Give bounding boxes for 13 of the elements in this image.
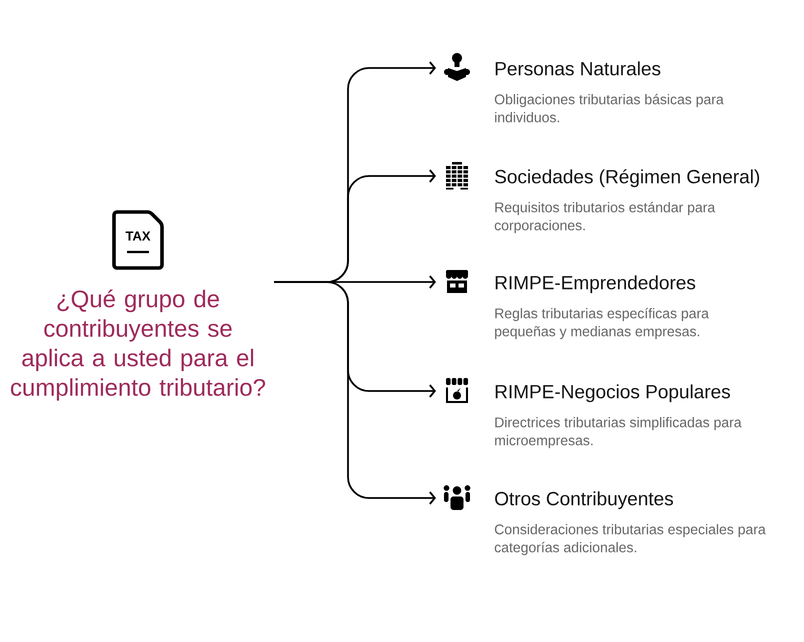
category-title: Personas Naturales <box>496 61 660 76</box>
category-title: Sociedades (Régimen General) <box>495 169 760 188</box>
category-description: Directrices tributarias simplificadas para microempresas. <box>495 417 742 448</box>
category-title: RIMPE-Negocios Populares <box>496 384 730 402</box>
category-description: Consideraciones tributarias especiales para categorías adicionales. <box>494 524 766 556</box>
category-title: RIMPE-Emprendedores <box>496 275 696 294</box>
question-text: ¿Qué grupo de contribuyentes se aplica a usted para el cumplimiento tributario? <box>10 290 266 401</box>
category-description: Requisitos tributarios estándar para corporaciones. <box>494 202 716 234</box>
arrow <box>274 281 436 505</box>
icon-text: TAX <box>126 232 150 240</box>
category-title: Otros Contribuyentes <box>495 491 673 510</box>
category-description: Reglas tributarias específicas para pequeñas y medianas empresas. <box>495 308 709 340</box>
category-description: Obligaciones tributarias básicas para individuos. <box>494 94 724 122</box>
